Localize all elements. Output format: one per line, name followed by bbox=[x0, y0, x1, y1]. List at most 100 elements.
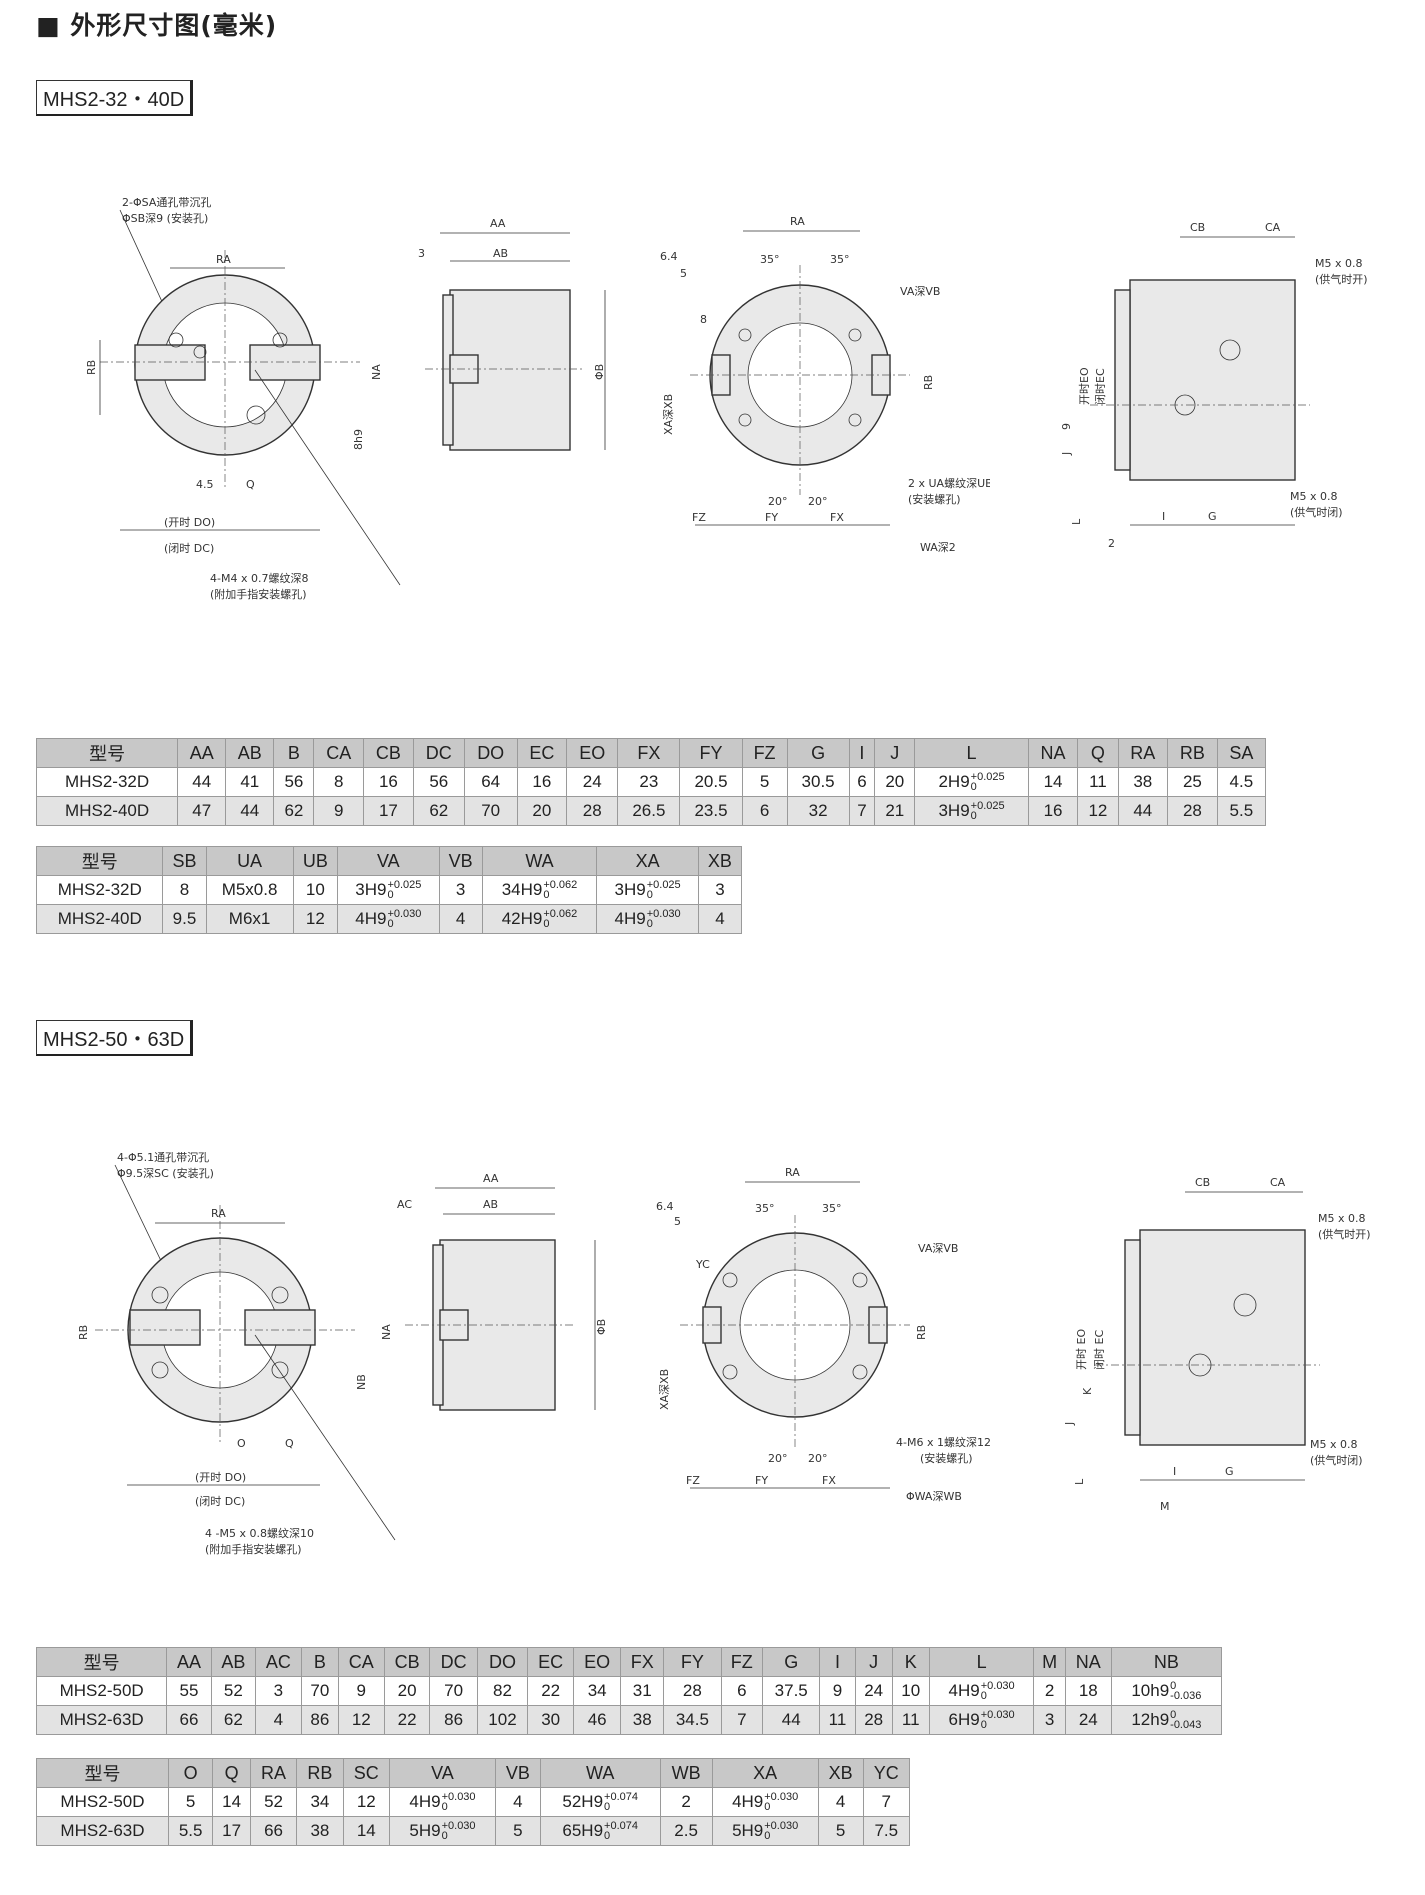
table-cell: 16 bbox=[1027, 796, 1079, 826]
cell-value: MHS2-40D bbox=[65, 801, 150, 820]
table-cell: 4 bbox=[494, 1787, 541, 1817]
column-header: G bbox=[786, 738, 850, 768]
tolerance: 0-0.043 bbox=[1170, 1710, 1202, 1732]
table-cell: 4 bbox=[817, 1787, 864, 1817]
column-header: XA bbox=[711, 1758, 819, 1788]
table-cell: 10 bbox=[891, 1676, 930, 1706]
column-header: NA bbox=[1027, 738, 1079, 768]
table-cell: MHS2-40D bbox=[35, 796, 179, 826]
s1-m5-2: M5 x 0.8 bbox=[1290, 490, 1338, 503]
table-cell: 4 bbox=[697, 904, 743, 934]
cell-value: 70 bbox=[310, 1681, 330, 1700]
cell-value: 12h9 bbox=[1131, 1709, 1170, 1729]
s2-fx: FX bbox=[822, 1474, 836, 1487]
s1-ra-label-2: RA bbox=[790, 215, 805, 228]
cell-value: 7.5 bbox=[874, 1821, 899, 1840]
s1-ua-note-2: (安装螺孔) bbox=[908, 492, 961, 506]
s2-o-label: O bbox=[237, 1437, 246, 1450]
cell-value: MHS2-32D bbox=[57, 880, 142, 899]
s2-hole-note-1: 4-Φ5.1通孔带沉孔 bbox=[117, 1151, 209, 1164]
table-cell: 7.5 bbox=[862, 1816, 911, 1846]
cell-value: 70 bbox=[444, 1681, 464, 1700]
tolerance-upper: +0.030 bbox=[980, 1709, 1015, 1722]
cell-value: 17 bbox=[378, 801, 398, 820]
cell-value: 10 bbox=[901, 1681, 921, 1700]
column-header: FX bbox=[617, 738, 681, 768]
cell-value: 4 bbox=[715, 909, 725, 928]
cell-value: 10 bbox=[305, 880, 325, 899]
s1-deg35a: 35° bbox=[760, 253, 780, 266]
table-cell: 3 bbox=[697, 875, 743, 905]
s2-right-view: CB CA M5 x 0.8 (供气时开) 开时 EO 闭时 EC K J M5… bbox=[1055, 1170, 1385, 1520]
cell-value: 3H9 bbox=[938, 800, 970, 820]
s1-fz: FZ bbox=[692, 511, 706, 524]
table-cell: 2 bbox=[659, 1787, 713, 1817]
cell-value: 38 bbox=[632, 1710, 652, 1729]
table-cell: 23 bbox=[617, 767, 681, 797]
column-header: DO bbox=[463, 738, 518, 768]
s2-yc-label: YC bbox=[695, 1258, 710, 1271]
s2-fz: FZ bbox=[686, 1474, 700, 1487]
cell-value: 9 bbox=[832, 1681, 843, 1700]
table-cell: 5.5 bbox=[1216, 796, 1267, 826]
table-cell: 31 bbox=[620, 1676, 665, 1706]
table-cell: 38 bbox=[296, 1816, 344, 1846]
cell-value: 62 bbox=[284, 801, 304, 820]
tolerance-upper: +0.030 bbox=[764, 1791, 799, 1804]
s2-ca: CA bbox=[1270, 1176, 1286, 1189]
table-cell: 26.5 bbox=[617, 796, 681, 826]
table-cell: 9 bbox=[313, 796, 365, 826]
s1-fy: FY bbox=[765, 511, 778, 524]
table-cell: 9 bbox=[819, 1676, 856, 1706]
s2-phib-label: ΦB bbox=[595, 1319, 608, 1335]
s1-g: G bbox=[1208, 510, 1217, 523]
cell-value: 2H9 bbox=[938, 771, 970, 791]
cell-value: 12 bbox=[305, 909, 325, 928]
table-cell: 70 bbox=[463, 796, 518, 826]
tolerance-lower: -0.043 bbox=[1170, 1719, 1202, 1732]
s1-ca: CA bbox=[1265, 221, 1281, 234]
cell-value: 28 bbox=[864, 1710, 884, 1729]
cell-value: 9 bbox=[334, 801, 344, 820]
tolerance-lower: 0 bbox=[646, 889, 653, 902]
tolerance-lower: 0 bbox=[387, 889, 394, 902]
cell-value: 28 bbox=[682, 1681, 702, 1700]
cell-value: 24 bbox=[582, 772, 602, 791]
column-header: J bbox=[874, 738, 916, 768]
table-cell: 44 bbox=[177, 767, 227, 797]
table-cell: 56 bbox=[273, 767, 315, 797]
cell-value: 34 bbox=[587, 1681, 607, 1700]
cell-value: 7 bbox=[857, 801, 867, 820]
table-cell: 12 bbox=[342, 1787, 391, 1817]
cell-value: 5 bbox=[835, 1821, 846, 1840]
table-cell: 66 bbox=[166, 1705, 212, 1735]
s2-d64-label: 6.4 bbox=[656, 1200, 674, 1213]
s2-m5-2: M5 x 0.8 bbox=[1310, 1438, 1358, 1451]
column-header: AB bbox=[225, 738, 275, 768]
tolerance-upper: +0.062 bbox=[543, 879, 578, 892]
s1-three-label: 3 bbox=[418, 247, 425, 260]
cell-value: 52H9 bbox=[562, 1791, 604, 1811]
column-header: YC bbox=[862, 1758, 911, 1788]
table-cell: 23.5 bbox=[679, 796, 743, 826]
column-header: I bbox=[819, 1647, 856, 1677]
table-cell: 7 bbox=[862, 1787, 911, 1817]
cell-value: MHS2-50D bbox=[60, 1792, 145, 1811]
cell-value: 10h9 bbox=[1131, 1680, 1170, 1700]
column-header: RB bbox=[1167, 738, 1218, 768]
s2-m6-note-2: (安装螺孔) bbox=[920, 1451, 973, 1465]
table-cell: 86 bbox=[300, 1705, 339, 1735]
column-header: NB bbox=[1110, 1647, 1223, 1677]
cell-value: 44 bbox=[240, 801, 260, 820]
page-title: ■ 外形尺寸图(毫米) bbox=[36, 11, 278, 40]
tolerance-lower: 0 bbox=[980, 1719, 987, 1732]
column-header: 型号 bbox=[35, 846, 164, 876]
table-cell: 9.5 bbox=[162, 904, 207, 934]
